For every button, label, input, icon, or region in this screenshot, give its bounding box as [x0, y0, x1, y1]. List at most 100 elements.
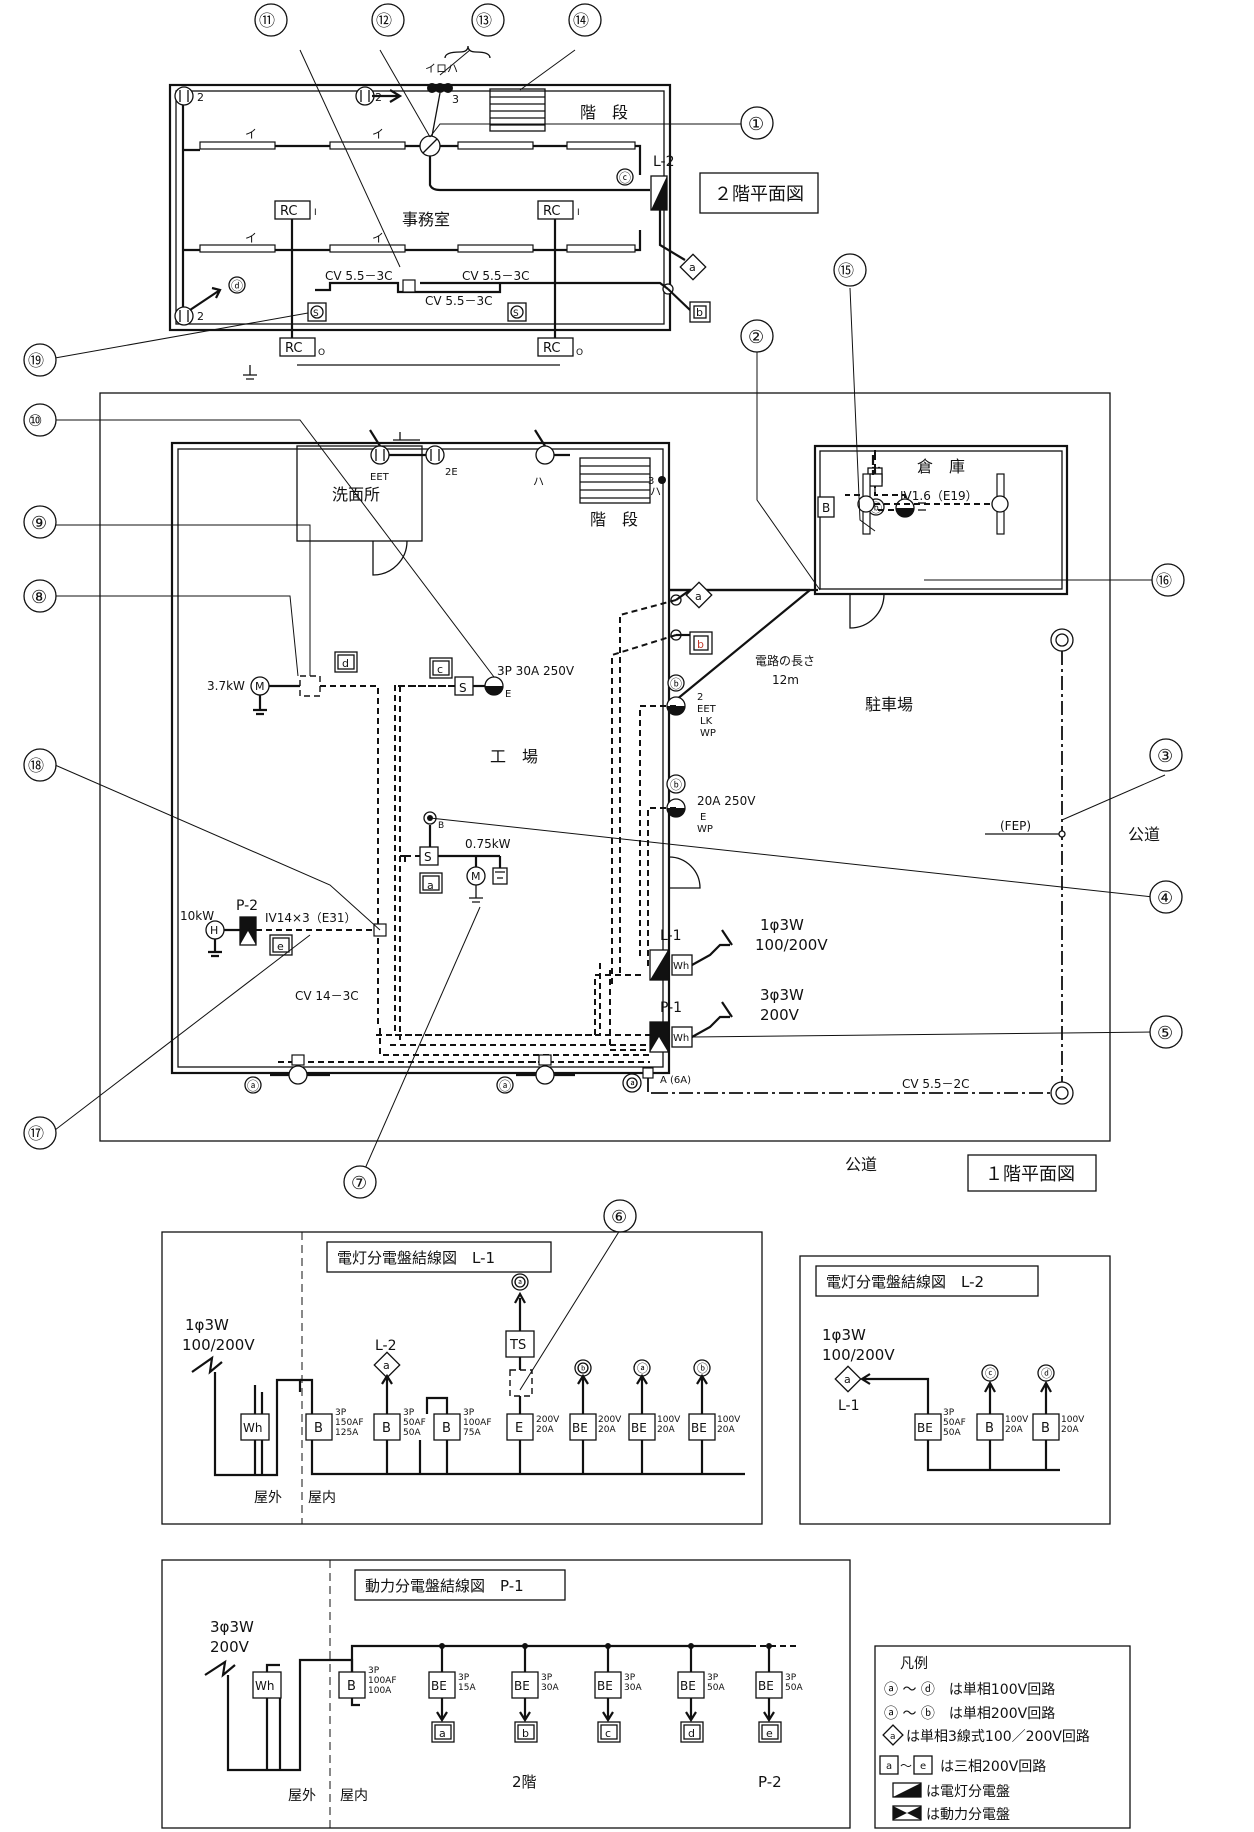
p1-main-r3: 100A [368, 1686, 392, 1696]
stairs1-label: 階 段 [590, 510, 638, 529]
switch-s-3p: S [459, 681, 467, 695]
circuit-length-value: 12m [772, 673, 799, 687]
callout-16: ⑯ [1156, 571, 1172, 590]
l1-breaker-p1-r2: 100AF [463, 1418, 492, 1428]
l1-title: 電灯分電盤結線図 L-1 [337, 1249, 495, 1267]
warehouse-label: 倉 庫 [917, 457, 965, 476]
motor1-m: M [255, 680, 265, 693]
rc-unit-label: RC [280, 204, 297, 219]
outlet-3p-e: E [505, 689, 511, 700]
l2-breaker-d-r1: 100V [1061, 1415, 1085, 1425]
l2-breaker-main-r1: 3P [943, 1408, 955, 1418]
circuit-b-square-1f: b [697, 638, 704, 651]
factory-label: 工 場 [490, 747, 538, 766]
l1-breaker-be1-r1: 200V [598, 1415, 622, 1425]
outlet-b2-rating: 20A 250V [697, 794, 756, 808]
p1-breaker-main: B [347, 1679, 356, 1694]
l1-breaker-be1-r2: 20A [598, 1425, 616, 1435]
p1-floor2-label: 2階 [512, 1773, 537, 1791]
parking-label: 駐車場 [865, 695, 913, 714]
supply-3phase: 3φ3W [760, 986, 804, 1004]
p1-supply-v: 200V [210, 1638, 250, 1656]
l1-breaker-be2: BE [631, 1421, 647, 1435]
p1-breaker-a-r2: 15A [458, 1683, 476, 1693]
p1-target-e: e [766, 1727, 773, 1740]
supply-1phase-v: 100/200V [755, 936, 828, 954]
l2-target-d: ⓓ [1041, 1367, 1052, 1380]
p1-breaker-a-r1: 3P [458, 1673, 470, 1683]
lamp-label-i: イ [372, 127, 384, 141]
callout-4: ④ [1157, 888, 1173, 909]
l2-breaker-d-r2: 20A [1061, 1425, 1079, 1435]
p1-supply: 3φ3W [210, 1618, 254, 1636]
outlet-count-2: 2 [197, 310, 204, 323]
l2-to-l1: L-1 [838, 1398, 860, 1414]
stairs2-graphic [489, 88, 546, 132]
l1-target-b: ⓑ [578, 1363, 588, 1375]
l1-outdoor: 屋外 [254, 1490, 282, 1506]
circuit-a-diamond-1f: a [695, 590, 702, 603]
l1-to-l2: L-2 [375, 1338, 397, 1354]
rc-indoor-mark: I [577, 208, 580, 218]
outlet-eet-label: EET [370, 472, 390, 483]
outlet-b1-count: 2 [697, 692, 703, 703]
switch-ha-label: ハ [533, 475, 544, 488]
cv-5-5-2c-label: CV 5.5－2C [902, 1077, 970, 1091]
circuit-b-square: b [696, 306, 703, 319]
p1-breaker-a: BE [431, 1679, 447, 1693]
p1-breaker-c-r2: 30A [624, 1683, 642, 1693]
office-label: 事務室 [402, 210, 450, 229]
fep-label: (FEP) [1000, 819, 1031, 833]
l1-breaker-be2-r1: 100V [657, 1415, 681, 1425]
outlet-b1-mark: ⓑ [670, 677, 682, 691]
callout-8: ⑧ [31, 587, 47, 608]
l1-breaker-be3: BE [691, 1421, 707, 1435]
l1-supply-v: 100/200V [182, 1336, 255, 1354]
l1-diagram: 電灯分電盤結線図 L-1 1φ3W 100/200V Wh 屋外 屋内 L-2 … [161, 1231, 763, 1525]
l2-breaker-main: BE [917, 1421, 933, 1435]
circuit-a-diamond: a [689, 261, 696, 274]
p1-p2-label: P-2 [758, 1773, 782, 1791]
l1-breaker-main-r2: 150AF [335, 1418, 364, 1428]
fluorescent-lamps-2f [199, 141, 636, 253]
l1-breaker-p1-r3: 75A [463, 1428, 481, 1438]
lamp-label-i: イ [245, 231, 257, 245]
p1-indoor: 屋内 [340, 1788, 368, 1804]
p1-breaker-e-r1: 3P [785, 1673, 797, 1683]
l1-breaker-be2-r2: 20A [657, 1425, 675, 1435]
outlet-b2-wp: WP [697, 824, 713, 835]
outlet-a-mark: ⓐ [627, 1077, 638, 1090]
l1-ts: TS [509, 1338, 526, 1353]
lamp-label-i: イ [372, 231, 384, 245]
callout-6: ⑥ [611, 1207, 627, 1228]
l2-breaker-c: B [985, 1421, 994, 1436]
outlet-b1-wp: WP [700, 728, 716, 739]
outlet-count-2: 2 [197, 91, 204, 104]
l1-breaker-l2: B [382, 1421, 391, 1436]
l2-target-c: ⓒ [985, 1367, 996, 1380]
p1-breaker-c: BE [597, 1679, 613, 1693]
callout-19: ⑲ [28, 351, 44, 370]
floor2-title: ２階平面図 [714, 184, 804, 205]
callout-11: ⑪ [259, 11, 275, 30]
warehouse-lamp-left-head [857, 495, 875, 513]
rc-indoor-mark: I [314, 208, 317, 218]
l2-supply-v: 100/200V [822, 1346, 895, 1364]
p1-breaker-b: BE [514, 1679, 530, 1693]
callout-10: ⑩ [28, 411, 42, 430]
p1-breaker-d-r1: 3P [707, 1673, 719, 1683]
panel-p1-label: P-1 [660, 1000, 682, 1016]
p1-breaker-d: BE [680, 1679, 696, 1693]
l2-breaker-c-r2: 20A [1005, 1425, 1023, 1435]
l1-breaker-e: E [515, 1421, 523, 1436]
supply-1phase: 1φ3W [760, 916, 804, 934]
l2-breaker-c-r1: 100V [1005, 1415, 1029, 1425]
legend-row4-sep: ～ [900, 1759, 912, 1773]
legend-row6: は動力分電盤 [926, 1807, 1010, 1823]
legend-row3-diamond: a [890, 1732, 896, 1742]
l1-breaker-main: B [314, 1421, 323, 1436]
l1-breaker-l2-r1: 3P [403, 1408, 415, 1418]
motor2-kw: 0.75kW [465, 837, 511, 851]
outlet-3p-rating: 3P 30A 250V [497, 664, 575, 678]
outlet-b2-mark: ⓑ [670, 778, 682, 792]
